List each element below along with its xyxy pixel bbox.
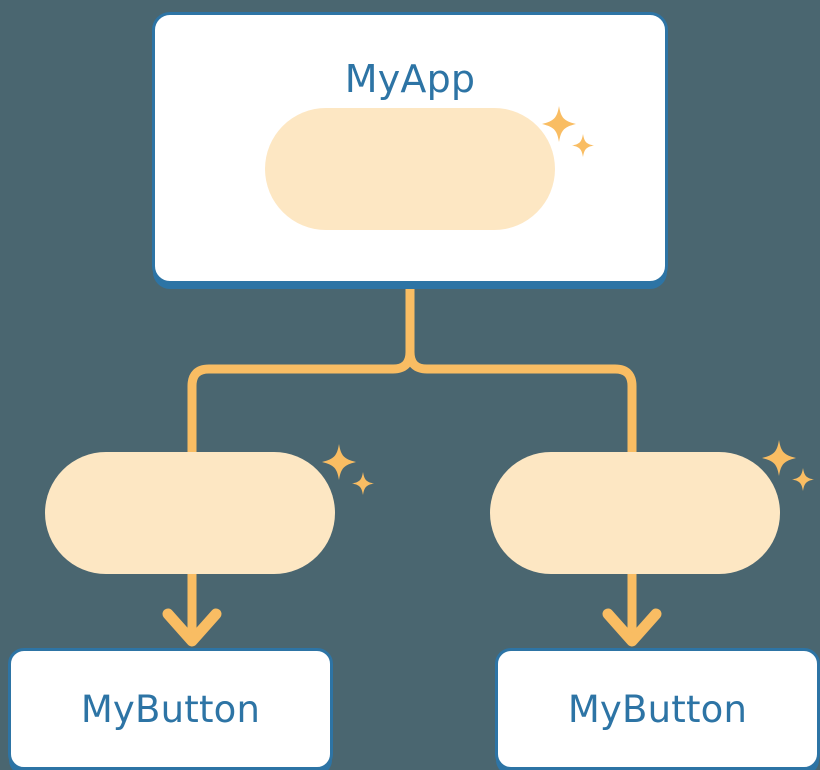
myapp-card-title: MyApp: [344, 57, 476, 101]
mybutton-card-left[interactable]: MyButton: [8, 648, 333, 770]
state-pill-myapp[interactable]: count 1: [265, 108, 555, 230]
arrow-head-left: [162, 608, 222, 647]
state-pill-halo: [265, 108, 555, 230]
mybutton-card-title: MyButton: [567, 687, 748, 731]
mybutton-card-right[interactable]: MyButton: [495, 648, 820, 770]
state-pill-halo: [45, 452, 335, 574]
mybutton-card-title: MyButton: [80, 687, 261, 731]
state-pill-child-left[interactable]: count 1: [45, 452, 335, 574]
arrow-head-right: [602, 608, 662, 647]
state-pill-child-right[interactable]: count 1: [490, 452, 780, 574]
connector-branch-left: [187, 347, 415, 457]
state-pill-halo: [490, 452, 780, 574]
connector-branch-right: [405, 347, 637, 457]
